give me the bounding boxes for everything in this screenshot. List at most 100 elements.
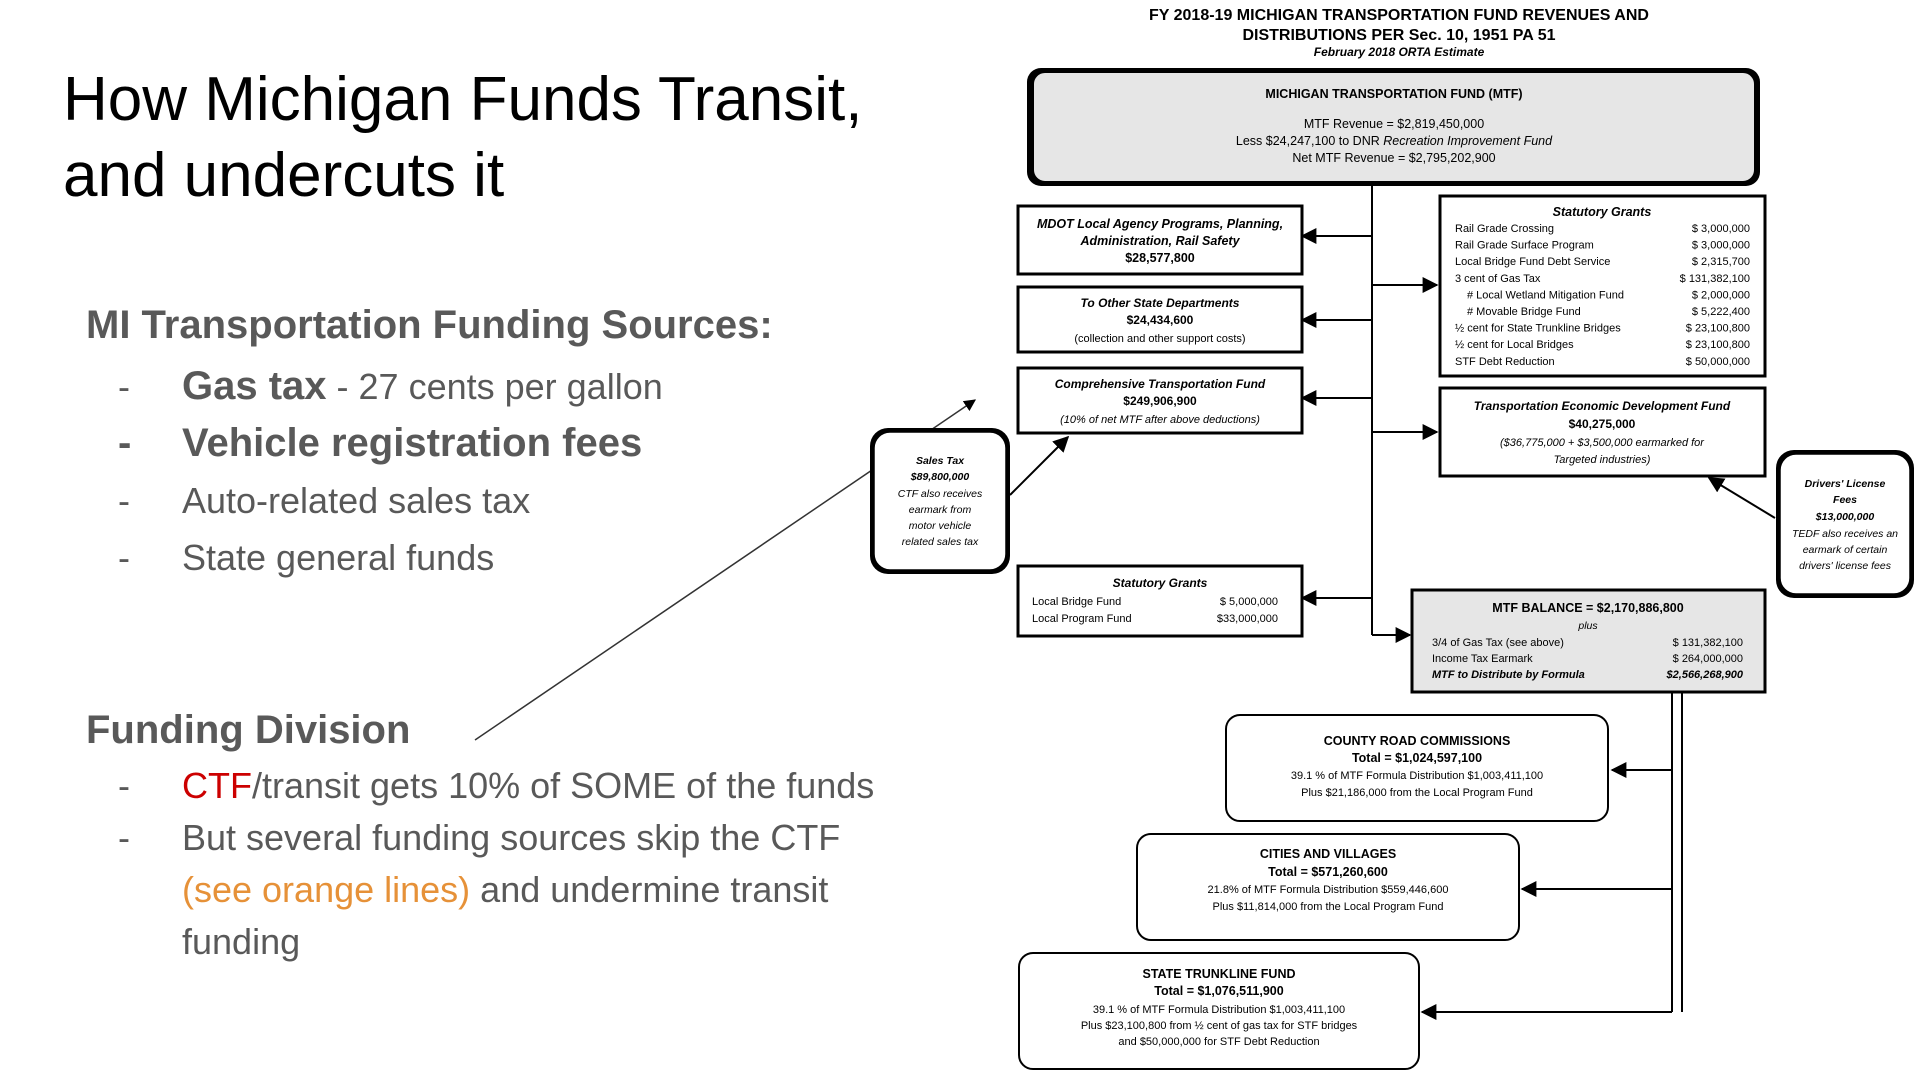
- balance-plus: plus: [1577, 620, 1598, 632]
- mtf-revenue: MTF Revenue = $2,819,450,000: [1304, 117, 1484, 131]
- diagram-subtitle: February 2018 ORTA Estimate: [1314, 45, 1485, 59]
- tedf-amount: $40,275,000: [1569, 417, 1636, 431]
- drivers-line3: $13,000,000: [1815, 511, 1875, 523]
- list-item: - Gas tax - 27 cents per gallon: [118, 358, 663, 415]
- ctf-box: Comprehensive Transportation Fund $249,9…: [1016, 366, 1304, 435]
- statutory-grant-amount: $ 2,000,000: [1692, 289, 1750, 301]
- statutory-grants-right-title: Statutory Grants: [1553, 205, 1652, 219]
- ctf-title: Comprehensive Transportation Fund: [1055, 377, 1266, 391]
- tedf-box: Transportation Economic Development Fund…: [1438, 386, 1767, 478]
- sales-tax-line4: earmark from: [909, 504, 972, 516]
- mtf-title: MICHIGAN TRANSPORTATION FUND (MTF): [1265, 87, 1522, 101]
- balance-formula-amount: $2,566,268,900: [1666, 669, 1744, 681]
- statutory-grant-label: ½ cent for Local Bridges: [1455, 339, 1574, 351]
- slide-title: How Michigan Funds Transit, and undercut…: [63, 62, 923, 214]
- mtf-less: Less $24,247,100 to DNR Recreation Impro…: [1236, 134, 1553, 148]
- statutory-grant-amount: $ 50,000,000: [1686, 356, 1750, 368]
- statutory-grant-label: # Local Wetland Mitigation Fund: [1467, 289, 1624, 301]
- drivers-line5: earmark of certain: [1803, 544, 1888, 556]
- statutory-grant-amount: $ 3,000,000: [1692, 240, 1750, 252]
- other-state-line1: To Other State Departments: [1081, 296, 1240, 310]
- county-line1: 39.1 % of MTF Formula Distribution $1,00…: [1291, 770, 1543, 782]
- statutory-grants-left-box: Statutory Grants Local Bridge Fund $ 5,0…: [1016, 564, 1304, 638]
- county-road-box: COUNTY ROAD COMMISSIONS Total = $1,024,5…: [1225, 714, 1609, 822]
- statutory-grant-label: Local Bridge Fund Debt Service: [1455, 256, 1610, 268]
- balance-gas-label: 3/4 of Gas Tax (see above): [1432, 637, 1564, 649]
- statutory-grants-right-box: Statutory Grants Rail Grade Crossing$ 3,…: [1438, 194, 1767, 378]
- statutory-grants-left-title: Statutory Grants: [1113, 576, 1208, 590]
- statutory-grant-amount: $ 2,315,700: [1692, 256, 1750, 268]
- statutory-grant-amount: $ 23,100,800: [1686, 339, 1750, 351]
- balance-income-amount: $ 264,000,000: [1673, 653, 1743, 665]
- sales-tax-line3: CTF also receives: [898, 488, 983, 500]
- statutory-grant-amount: $ 131,382,100: [1680, 273, 1750, 285]
- cities-line2: Plus $11,814,000 from the Local Program …: [1213, 901, 1444, 913]
- ctf-share-text: /transit gets 10% of SOME of the funds: [251, 765, 875, 806]
- sales-tax-line5: motor vehicle: [909, 520, 972, 532]
- mdot-amount: $28,577,800: [1125, 251, 1195, 265]
- county-title: COUNTY ROAD COMMISSIONS: [1324, 734, 1511, 748]
- drivers-license-box: Drivers' License Fees $13,000,000 TEDF a…: [1776, 450, 1914, 598]
- list-item: - CTF/transit gets 10% of SOME of the fun…: [118, 760, 874, 812]
- list-item: -Auto-related sales tax: [118, 472, 663, 529]
- funding-division-heading: Funding Division: [86, 708, 411, 752]
- bullet-dash: -: [118, 817, 130, 858]
- sales-tax-line6: related sales tax: [902, 536, 979, 548]
- cities-line1: 21.8% of MTF Formula Distribution $559,4…: [1208, 884, 1449, 896]
- statutory-grant-amount: $ 23,100,800: [1686, 323, 1750, 335]
- skip-ctf-line1: But several funding sources skip the CTF: [182, 817, 841, 858]
- trunkline-line3: and $50,000,000 for STF Debt Reduction: [1118, 1036, 1319, 1048]
- cities-villages-box: CITIES AND VILLAGES Total = $571,260,600…: [1136, 833, 1520, 941]
- bullet-dash: -: [118, 537, 130, 578]
- mdot-line2: Administration, Rail Safety: [1079, 234, 1240, 248]
- statutory-grant-label: # Movable Bridge Fund: [1467, 306, 1581, 318]
- skip-ctf-line3: funding: [182, 921, 301, 962]
- ctf-note: (10% of net MTF after above deductions): [1060, 414, 1260, 426]
- other-state-amount: $24,434,600: [1127, 313, 1194, 327]
- title-line-2: and undercuts it: [63, 141, 505, 210]
- source-gas-tax-detail: - 27 cents per gallon: [326, 366, 663, 407]
- trunkline-title: STATE TRUNKLINE FUND: [1143, 967, 1296, 981]
- balance-gas-amount: $ 131,382,100: [1673, 637, 1743, 649]
- drivers-line6: drivers' license fees: [1799, 560, 1892, 572]
- statutory-grant-label: STF Debt Reduction: [1455, 356, 1555, 368]
- source-vehicle-registration: Vehicle registration fees: [182, 421, 643, 465]
- source-general-funds: State general funds: [182, 537, 495, 578]
- sales-tax-box: Sales Tax $89,800,000 CTF also receives …: [870, 428, 1010, 574]
- bullet-dash: -: [118, 366, 130, 407]
- ctf-highlight: CTF: [182, 765, 252, 806]
- tedf-note1: ($36,775,000 + $3,500,000 earmarked for: [1500, 437, 1705, 449]
- statutory-grant-amount: $ 5,222,400: [1692, 306, 1750, 318]
- tedf-note2: Targeted industries): [1554, 454, 1651, 466]
- funding-sources-heading: MI Transportation Funding Sources:: [86, 303, 773, 347]
- balance-income-label: Income Tax Earmark: [1432, 653, 1533, 665]
- diagram-title-line2: DISTRIBUTIONS PER Sec. 10, 1951 PA 51: [1242, 27, 1555, 44]
- list-item: - But several funding sources skip the CT…: [118, 812, 874, 968]
- sales-tax-line1: Sales Tax: [916, 455, 965, 467]
- local-program-fund-label: Local Program Fund: [1032, 613, 1132, 625]
- title-line-1: How Michigan Funds Transit,: [63, 65, 863, 134]
- bullet-dash: -: [118, 421, 132, 465]
- source-gas-tax: Gas tax: [182, 364, 327, 408]
- funding-sources-list: - Gas tax - 27 cents per gallon - Vehicle …: [118, 358, 663, 586]
- statutory-grant-label: 3 cent of Gas Tax: [1455, 273, 1541, 285]
- ctf-amount: $249,906,900: [1123, 394, 1197, 408]
- list-item: - State general funds: [118, 529, 663, 586]
- trunkline-total: Total = $1,076,511,900: [1154, 984, 1283, 998]
- drivers-line2: Fees: [1833, 494, 1857, 506]
- cities-total: Total = $571,260,600: [1268, 865, 1388, 879]
- balance-formula-label: MTF to Distribute by Formula: [1432, 669, 1585, 681]
- cities-title: CITIES AND VILLAGES: [1260, 847, 1396, 861]
- local-bridge-fund-amount: $ 5,000,000: [1220, 596, 1278, 608]
- other-state-box: To Other State Departments $24,434,600 (…: [1016, 285, 1304, 354]
- skip-ctf-line2: and undermine transit: [470, 869, 829, 910]
- mdot-line1: MDOT Local Agency Programs, Planning,: [1037, 217, 1283, 231]
- arrow-sales-tax-to-ctf: [1009, 435, 1070, 496]
- sales-tax-line2: $89,800,000: [910, 471, 970, 483]
- diagram-title-line1: FY 2018-19 MICHIGAN TRANSPORTATION FUND …: [1149, 7, 1649, 24]
- bullet-dash: -: [118, 765, 130, 806]
- mdot-box: MDOT Local Agency Programs, Planning, Ad…: [1016, 204, 1304, 276]
- drivers-line1: Drivers' License: [1805, 478, 1886, 490]
- mtf-box: MICHIGAN TRANSPORTATION FUND (MTF) MTF R…: [1027, 68, 1760, 186]
